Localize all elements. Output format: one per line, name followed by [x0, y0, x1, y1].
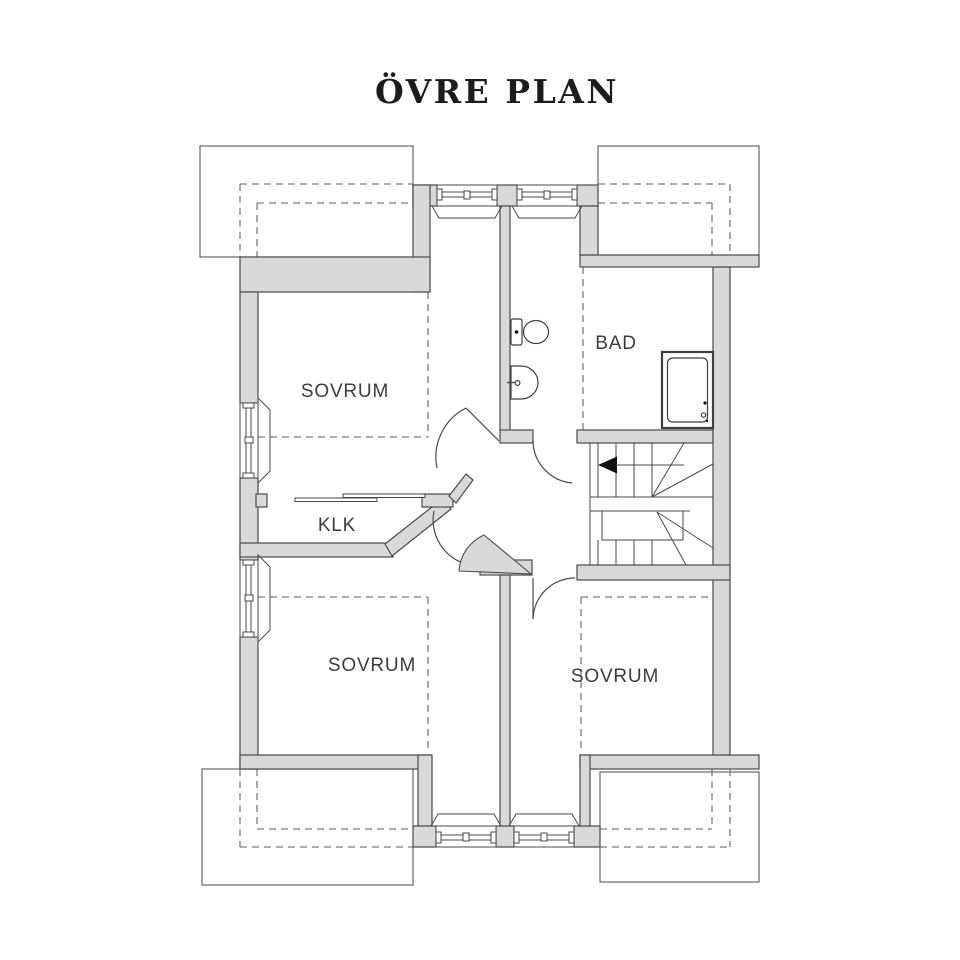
walls [239, 184, 760, 848]
dormer-bottom-right [599, 771, 760, 883]
dormer-top-right [597, 145, 760, 257]
bathroom-fixtures [507, 318, 715, 430]
plan-title: ÖVRE PLAN [375, 71, 619, 111]
door-leaf-wedge [458, 534, 533, 575]
room-label-bad: BAD [595, 333, 636, 354]
roof-dashed-lines [239, 183, 731, 848]
toilet-fixture [510, 318, 550, 346]
door-sovrum-nw [435, 407, 500, 469]
klk-diagonal-wall [384, 498, 452, 557]
door-swings [432, 407, 576, 620]
room-label-sovrum-sw: SOVRUM [328, 655, 416, 676]
sink-fixture [507, 365, 539, 400]
dormer-top-left [199, 145, 414, 258]
door-bad [532, 440, 573, 484]
windows [239, 184, 583, 848]
window-top-2 [511, 184, 583, 219]
room-labels: SOVRUM BAD KLK SOVRUM SOVRUM [301, 333, 659, 687]
door-sovrum-se [532, 577, 576, 620]
stairs-direction-arrow-icon [598, 456, 684, 474]
staircase [589, 442, 714, 566]
klk-rails [294, 493, 426, 502]
window-left-2 [239, 553, 271, 644]
window-top-1 [431, 184, 503, 219]
window-left-1 [239, 396, 271, 485]
dormer-bottom-left [201, 768, 414, 886]
room-label-sovrum-se: SOVRUM [571, 666, 659, 687]
shower-fixture [660, 350, 715, 430]
window-bottom-1 [430, 813, 502, 848]
room-label-klk: KLK [318, 515, 356, 536]
room-label-sovrum-nw: SOVRUM [301, 381, 389, 402]
window-bottom-2 [508, 813, 580, 848]
